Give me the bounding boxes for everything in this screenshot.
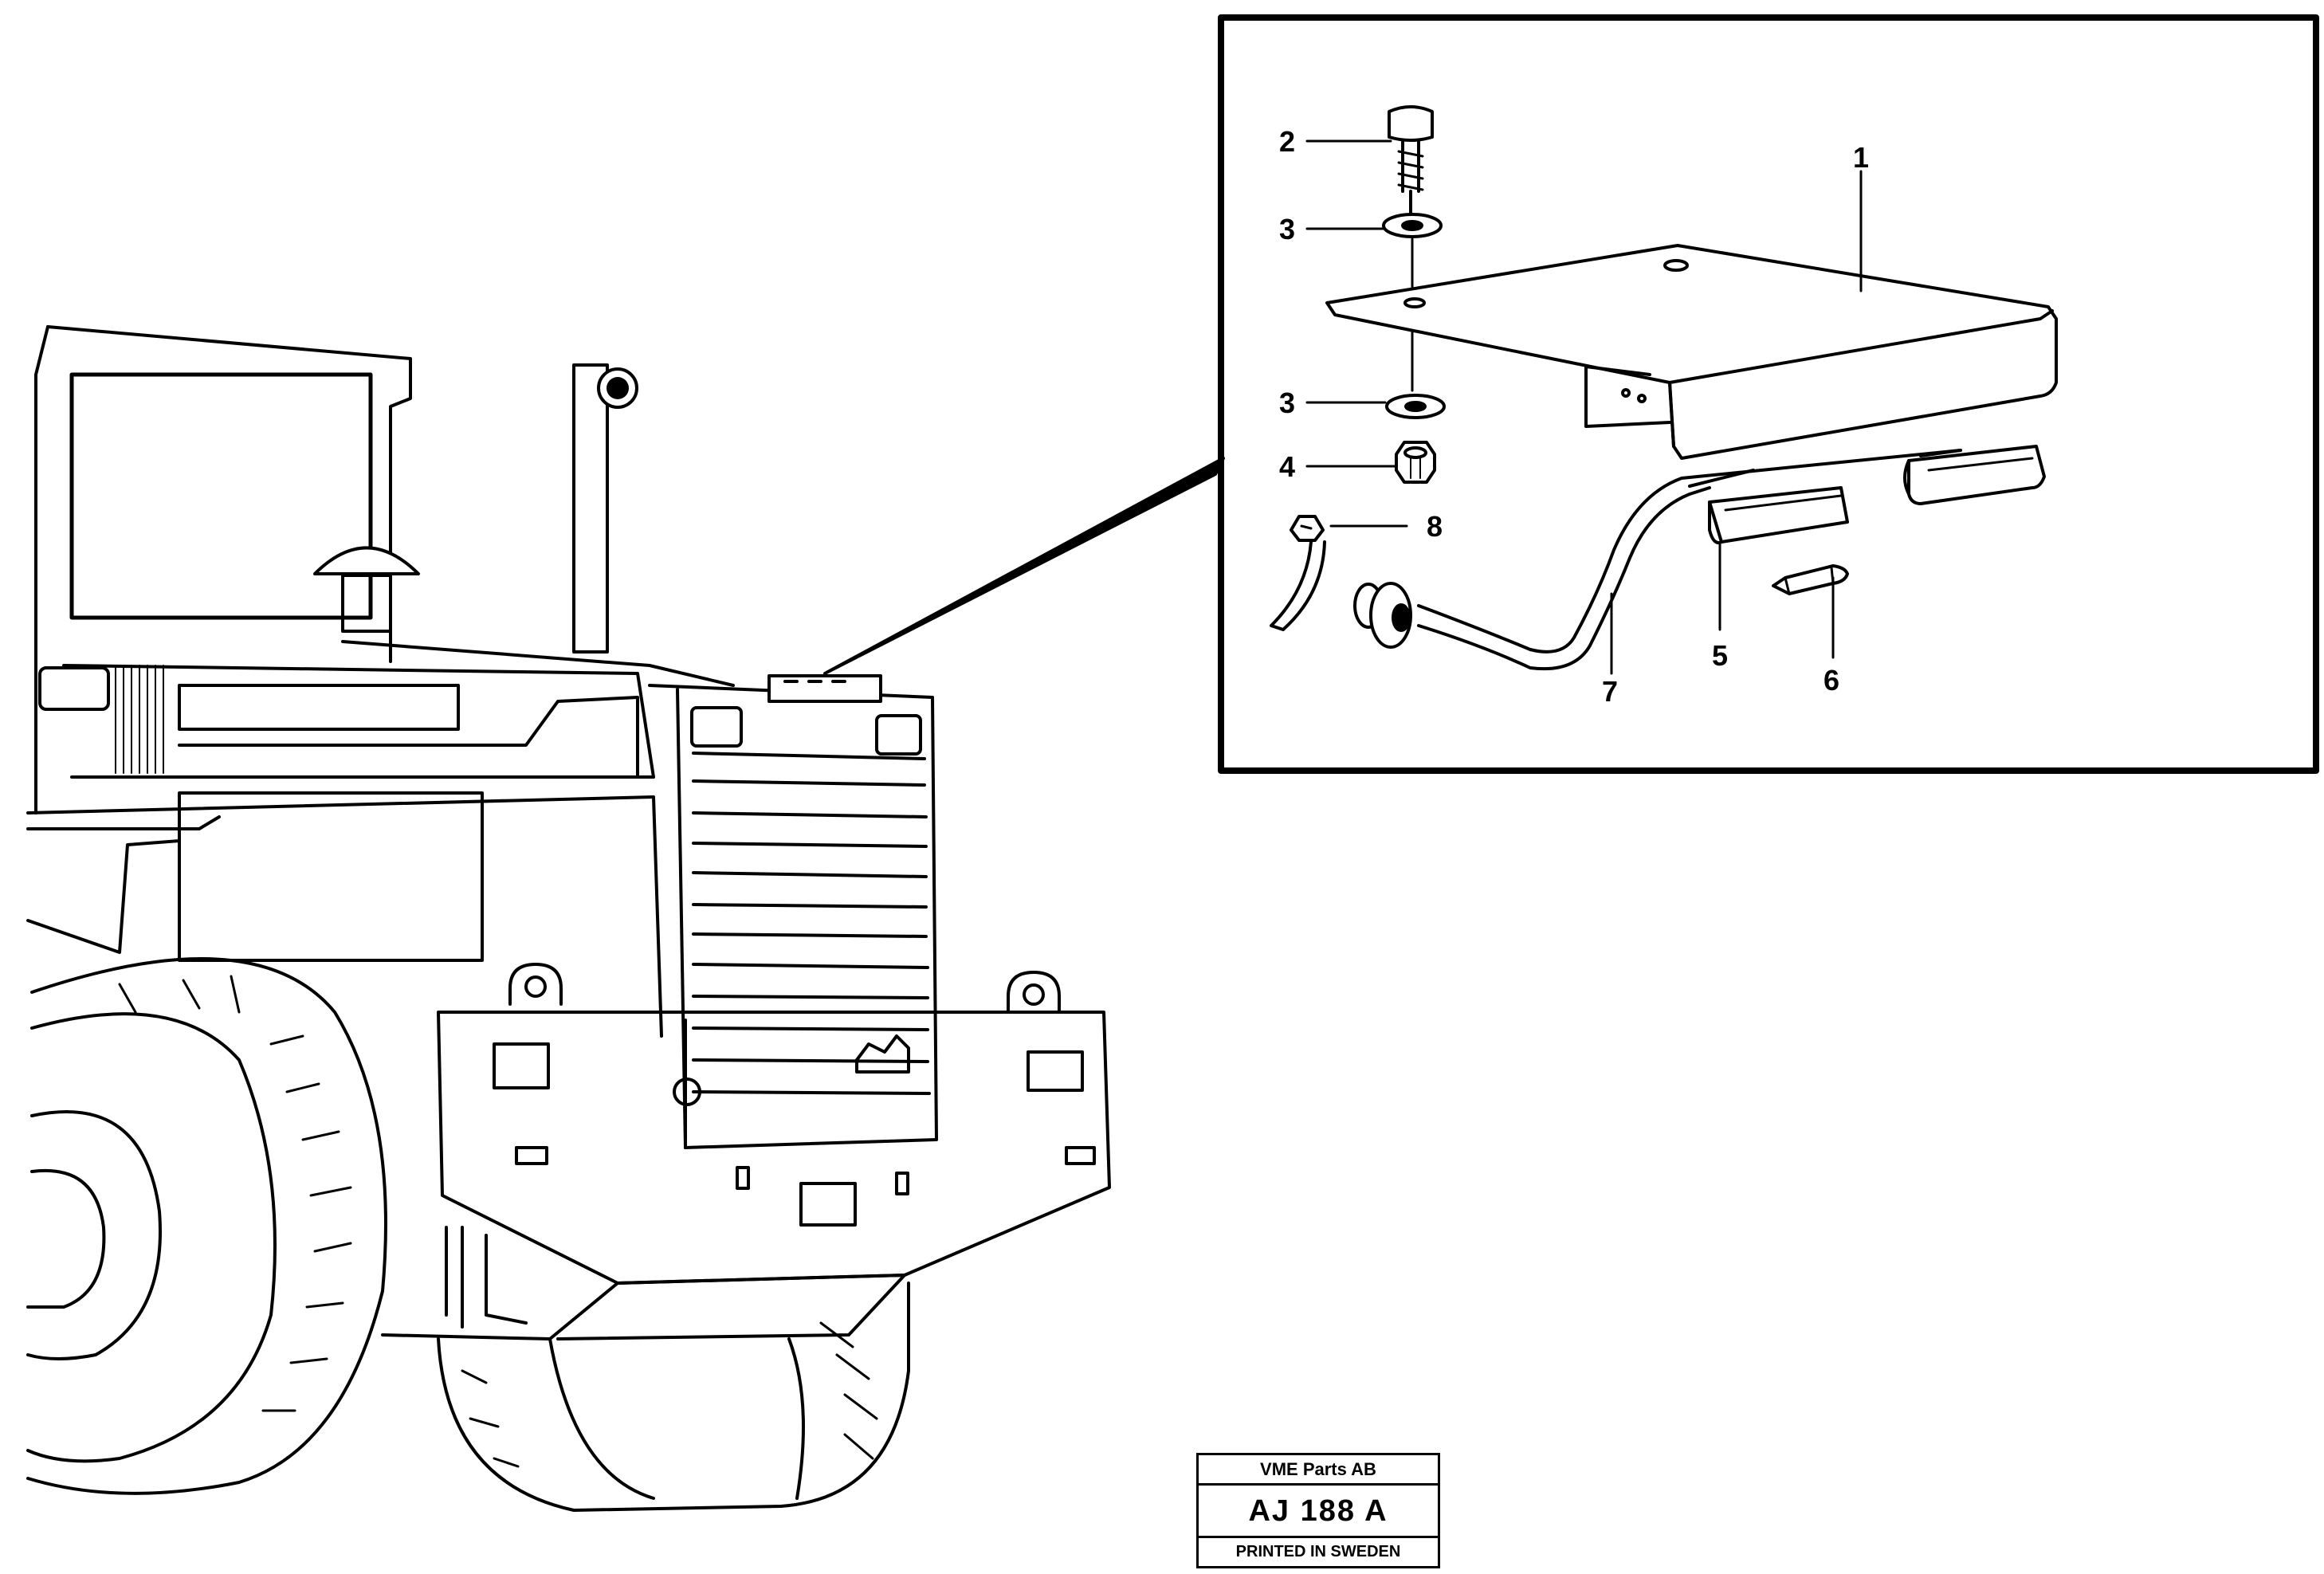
cab	[34, 325, 735, 814]
nut	[1395, 441, 1436, 484]
exhaust-pipe	[572, 363, 638, 654]
washer-bottom	[1385, 394, 1446, 419]
reference-stamp: VME Parts AB AJ 188 A PRINTED IN SWEDEN	[1196, 1453, 1440, 1568]
radiator-grille	[648, 684, 938, 1149]
stamp-company: VME Parts AB	[1199, 1455, 1438, 1486]
callout-7: 7	[1602, 675, 1618, 708]
lamp-housing	[767, 674, 882, 703]
callout-6: 6	[1823, 664, 1839, 697]
callout-3-top: 3	[1279, 213, 1295, 245]
washer-top	[1382, 213, 1443, 392]
callout-2: 2	[1279, 125, 1295, 158]
connector-housing-rear	[1903, 445, 2046, 505]
stamp-code: AJ 188 A	[1199, 1486, 1438, 1538]
front-wheel	[26, 957, 387, 1495]
callout-5: 5	[1712, 639, 1728, 672]
seat-knob	[313, 546, 420, 633]
cable-tie	[1270, 515, 1326, 631]
bolt	[1388, 105, 1434, 217]
bulb	[1772, 564, 1849, 595]
detail-parts	[1270, 105, 2058, 671]
detail-leader-line	[823, 457, 1225, 675]
callout-4: 4	[1279, 450, 1295, 483]
side-vents	[115, 665, 164, 774]
callout-3-bottom: 3	[1279, 387, 1295, 419]
bracket-plate	[1325, 244, 2058, 460]
callout-leaders	[1305, 139, 1863, 675]
engine-hood	[26, 664, 663, 1038]
side-lamp	[38, 666, 110, 711]
rear-wheel	[437, 1282, 910, 1512]
bottom-plate	[381, 1274, 906, 1340]
stamp-printed: PRINTED IN SWEDEN	[1235, 1543, 1401, 1560]
detail-frame	[1218, 14, 2319, 774]
connector-housing-front	[1708, 486, 1849, 544]
wheel-loader	[26, 325, 1225, 1512]
callout-8: 8	[1427, 510, 1443, 543]
grommet	[1353, 582, 1412, 649]
cable-harness	[1417, 449, 1962, 671]
callout-1: 1	[1853, 141, 1869, 174]
